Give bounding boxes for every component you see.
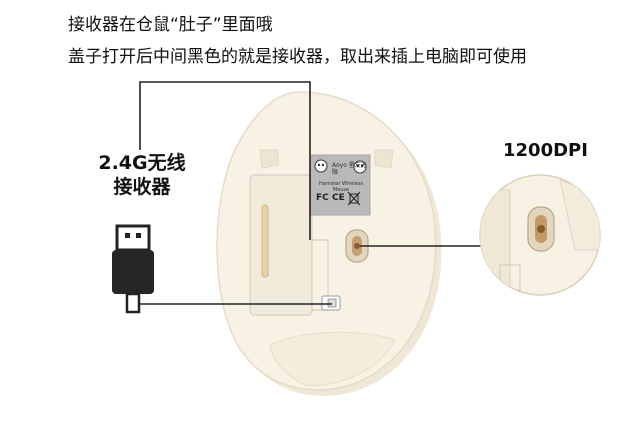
bottom-foot-pad xyxy=(269,331,396,386)
callout-line-receiver xyxy=(139,81,311,240)
usb-dongle-tail xyxy=(125,292,141,314)
receiver-label-line-2: 接收器 xyxy=(113,176,171,198)
caption-line-2: 盖子打开后中间黑色的就是接收器，取出来插上电脑即可使用 xyxy=(68,47,527,67)
usb-plug-metal xyxy=(115,224,151,252)
sticker-logo-panda-right-icon xyxy=(353,160,367,174)
fcc-mark: FC xyxy=(316,193,329,203)
sticker-logo-panda-left-icon xyxy=(314,159,328,173)
receiver-label-line-1: 2.4G无线 xyxy=(98,152,186,174)
dpi-label: 1200DPI xyxy=(503,140,588,161)
ce-mark: CE xyxy=(332,193,345,203)
weee-bin-icon xyxy=(349,193,359,204)
receiver-label: 2.4G无线 接收器 xyxy=(92,151,192,199)
cover-notch xyxy=(312,239,329,311)
foot-left xyxy=(259,149,279,169)
cover-slot xyxy=(261,204,269,278)
caption-line-1: 接收器在仓鼠“肚子”里面哦 xyxy=(68,15,273,35)
usb-dongle-body xyxy=(112,250,154,294)
battery-cover xyxy=(249,174,313,316)
sticker-brand-text: Aoyo 星友无限 xyxy=(332,162,367,176)
foot-right xyxy=(374,149,394,169)
sticker-model-text: Hamster Wireless Mouse xyxy=(319,181,363,193)
